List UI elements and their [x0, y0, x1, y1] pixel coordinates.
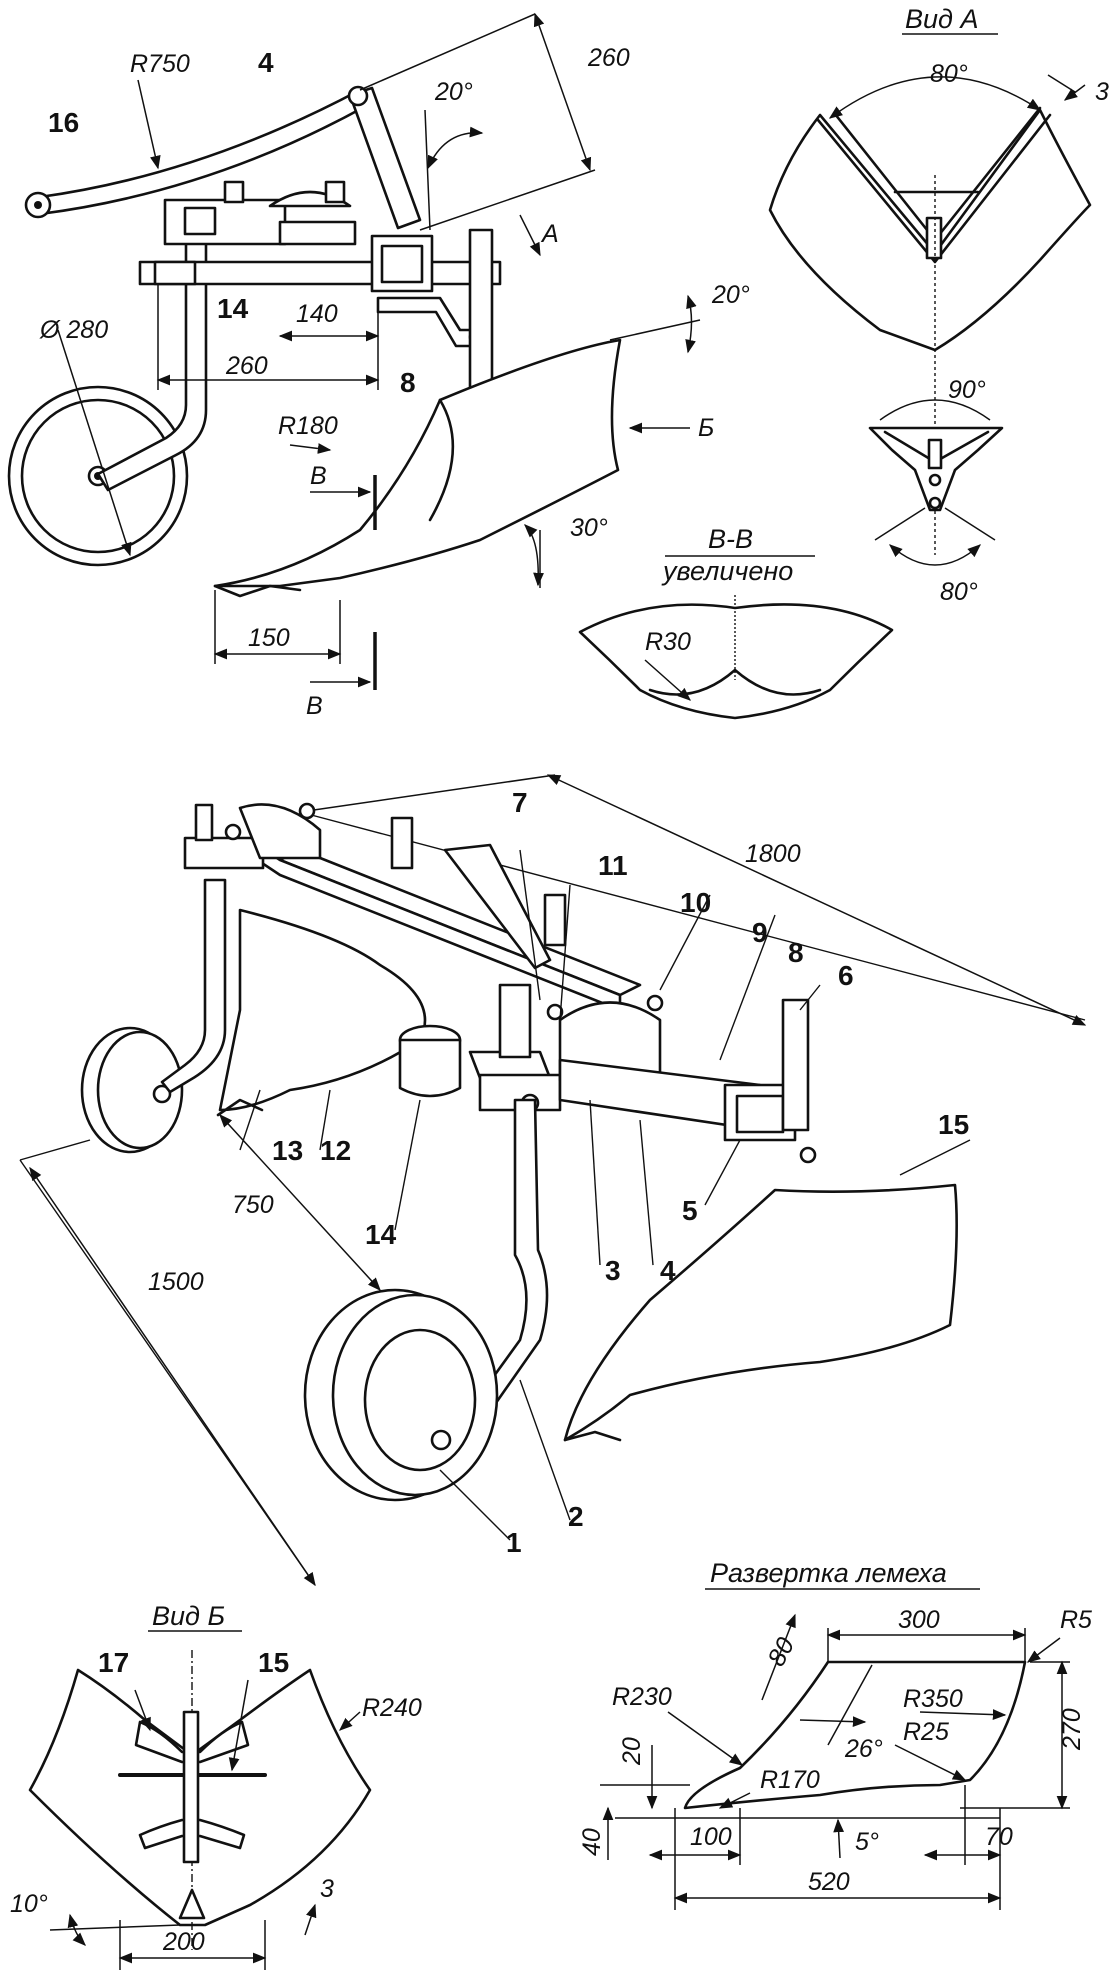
- part-label-4: 4: [258, 47, 274, 78]
- section-vv-subtitle: увеличено: [661, 556, 793, 586]
- view-a-angle-90: 90°: [948, 376, 986, 404]
- assembly-part-8: 8: [788, 937, 804, 968]
- view-b-r240: R240: [362, 1694, 422, 1722]
- assembly-dim-1500: 1500: [148, 1268, 204, 1296]
- dim-diam-280: Ø 280: [39, 316, 108, 344]
- assembly-part-7: 7: [512, 787, 528, 818]
- side-view-drawing: [7, 12, 701, 690]
- share-d70: 70: [985, 1823, 1013, 1851]
- view-a-title: Вид А: [905, 4, 978, 34]
- section-vv-r30: R30: [645, 628, 691, 656]
- assembly-part-1: 1: [506, 1527, 522, 1558]
- assembly-dim-1800: 1800: [745, 840, 801, 868]
- share-r170: R170: [760, 1766, 820, 1794]
- section-v-bottom: В: [306, 692, 323, 720]
- view-b-drawing: [28, 1650, 372, 1970]
- side-wheel-arm: [96, 218, 208, 492]
- assembly-part-13: 13: [272, 1135, 303, 1166]
- section-vv-drawing: [578, 595, 894, 720]
- assembly-part-3: 3: [605, 1255, 621, 1286]
- part-label-8-side: 8: [400, 367, 416, 398]
- share-d100: 100: [690, 1823, 732, 1851]
- view-b-part-17: 17: [98, 1647, 129, 1678]
- share-r350: R350: [903, 1685, 963, 1713]
- share-d40: 40: [578, 1828, 606, 1856]
- dim-150: 150: [248, 624, 290, 652]
- view-b-angle-10: 10°: [10, 1890, 48, 1918]
- side-share-blade: [213, 338, 622, 588]
- assembly-dim-750: 750: [232, 1191, 274, 1219]
- view-a-angle-80-bottom: 80°: [940, 578, 978, 606]
- dim-260-top: 260: [587, 44, 630, 72]
- share-d300: 300: [898, 1606, 940, 1634]
- view-b-dim-3: 3: [320, 1875, 334, 1903]
- assembly-part-10: 10: [680, 887, 711, 918]
- share-d20: 20: [618, 1737, 646, 1766]
- share-d80: 80: [762, 1633, 800, 1671]
- assembly-part-11: 11: [598, 850, 628, 881]
- assembly-part-15: 15: [938, 1109, 969, 1140]
- view-b-dim-200: 200: [162, 1928, 205, 1956]
- side-drawbar: [38, 88, 368, 216]
- assembly-part-4: 4: [660, 1255, 676, 1286]
- section-vv-title: В-В: [708, 524, 753, 554]
- angle-30: 30°: [570, 514, 608, 542]
- share-r230: R230: [612, 1683, 672, 1711]
- view-a-arrow-label: A: [540, 220, 559, 248]
- dim-260-mid: 260: [225, 352, 268, 380]
- assembly-part-12: 12: [320, 1135, 351, 1166]
- assembly-part-9: 9: [752, 917, 768, 948]
- assembly-part-6: 6: [838, 960, 854, 991]
- share-unfold-title: Развертка лемеха: [710, 1558, 947, 1588]
- view-b-arrow-label: Б: [698, 414, 714, 442]
- assembly-part-2: 2: [568, 1501, 584, 1532]
- assembly-share-right: [563, 1183, 958, 1442]
- share-a26: 26°: [844, 1735, 883, 1763]
- share-unfold-drawing: [600, 1613, 1070, 1910]
- assembly-part-5: 5: [682, 1195, 698, 1226]
- dim-140: 140: [296, 300, 338, 328]
- assembly-drawing: [19, 774, 1087, 1587]
- label-r750: R750: [130, 50, 190, 78]
- share-a5: 5°: [855, 1828, 879, 1856]
- share-r5: R5: [1060, 1606, 1092, 1634]
- angle-20-top: 20°: [434, 78, 473, 106]
- share-d270: 270: [1058, 1708, 1086, 1751]
- view-a-drawing: [768, 74, 1092, 566]
- view-a-dim-3: 3: [1095, 78, 1109, 106]
- view-b-part-15: 15: [258, 1647, 289, 1678]
- section-v-top: В: [310, 462, 327, 490]
- part-label-16: 16: [48, 107, 79, 138]
- label-r180: R180: [278, 412, 338, 440]
- share-r25: R25: [903, 1718, 949, 1746]
- part-label-14-side: 14: [217, 293, 249, 324]
- angle-20-right: 20°: [711, 281, 750, 309]
- view-a-angle-80-top: 80°: [930, 60, 968, 88]
- share-d520: 520: [808, 1868, 850, 1896]
- view-b-title: Вид Б: [152, 1601, 225, 1631]
- assembly-part-14: 14: [365, 1219, 397, 1250]
